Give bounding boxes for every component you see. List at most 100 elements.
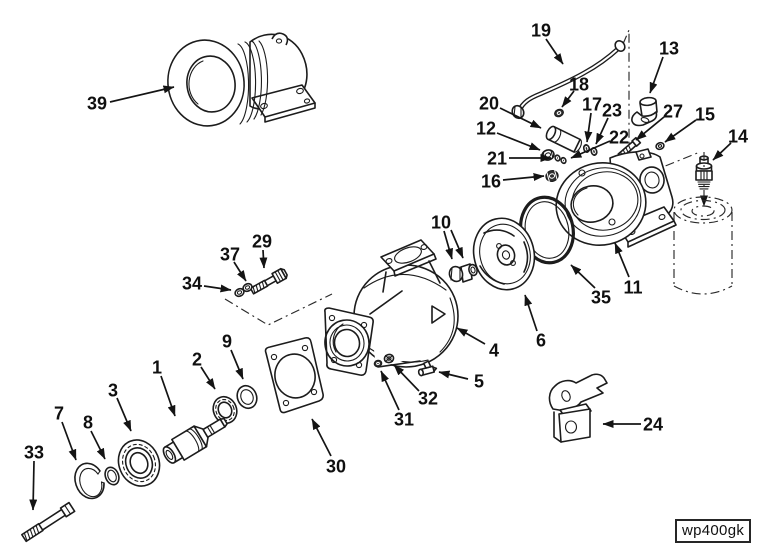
leader-arrow — [496, 132, 541, 151]
part-31-nut — [373, 359, 383, 368]
part-number-label: 23 — [602, 100, 622, 120]
part-number-label: 30 — [326, 456, 346, 476]
part-number-label: 32 — [418, 388, 438, 408]
callout-35: 35 — [570, 264, 611, 307]
callout-24: 24 — [602, 414, 663, 434]
leader-arrow — [570, 264, 596, 289]
part-5-drain-cock — [417, 360, 438, 377]
part-6-impeller — [472, 217, 536, 291]
callout-27: 27 — [635, 101, 683, 141]
callout-9: 9 — [222, 331, 244, 380]
leader-arrow — [230, 349, 244, 380]
part-15-nut — [655, 141, 665, 151]
callout-17: 17 — [582, 94, 602, 143]
leader-arrow — [450, 229, 464, 259]
callout-8: 8 — [83, 412, 106, 460]
callout-1: 1 — [152, 357, 176, 417]
part-24-bracket — [548, 373, 608, 443]
callout-23: 23 — [595, 100, 622, 145]
part-32-lock-washer — [383, 353, 395, 364]
leader-arrow — [649, 56, 664, 94]
callout-6: 6 — [524, 294, 546, 350]
leader-arrow — [502, 173, 545, 182]
leader-arrow — [233, 261, 247, 282]
callout-2: 2 — [192, 349, 216, 390]
part-11-pump-body-rear — [555, 148, 677, 248]
callout-31: 31 — [380, 370, 414, 429]
part-number-label: 18 — [569, 74, 589, 94]
leader-arrow — [160, 375, 176, 417]
part-number-label: 19 — [531, 20, 551, 40]
part-4-pump-housing — [324, 239, 459, 376]
leader-arrow — [712, 142, 732, 161]
phantom-lines — [224, 29, 701, 326]
oil-filter-phantom — [673, 152, 733, 295]
part-number-label: 14 — [728, 126, 748, 146]
callout-5: 5 — [438, 370, 484, 391]
part-1-shaft — [162, 417, 228, 464]
part-number-label: 9 — [222, 331, 232, 351]
part-number-label: 16 — [481, 171, 501, 191]
leader-arrow — [561, 90, 575, 108]
part-number-label: 21 — [487, 148, 507, 168]
part-number-label: 5 — [474, 371, 484, 391]
figure-code: wp400gk — [682, 522, 745, 539]
leader-arrow — [499, 107, 542, 129]
callout-3: 3 — [108, 380, 132, 432]
callout-10: 10 — [431, 212, 464, 260]
callout-22: 22 — [570, 127, 629, 159]
part-number-label: 39 — [87, 93, 107, 113]
callout-37: 37 — [220, 244, 247, 282]
part-number-label: 34 — [182, 273, 202, 293]
part-number-label: 27 — [663, 101, 683, 121]
leader-arrow — [29, 460, 38, 511]
part-21-washers — [554, 154, 567, 165]
leader-arrow — [614, 242, 630, 278]
callout-14: 14 — [712, 126, 748, 161]
callout-18: 18 — [561, 74, 589, 108]
part-number-label: 29 — [252, 231, 272, 251]
part-number-label: 24 — [643, 414, 663, 434]
part-number-label: 17 — [582, 94, 602, 114]
callout-13: 13 — [649, 38, 679, 94]
part-13-elbow-fitting — [631, 96, 658, 127]
leader-arrow — [109, 85, 175, 103]
part-number-label: 8 — [83, 412, 93, 432]
part-33-bolt — [21, 501, 76, 543]
callout-32: 32 — [393, 364, 438, 408]
part-number-label: 31 — [394, 409, 414, 429]
part-number-label: 11 — [623, 277, 642, 297]
figure-code-box: wp400gk — [675, 519, 752, 543]
callout-20: 20 — [479, 93, 542, 129]
callout-21: 21 — [487, 148, 552, 168]
callout-7: 7 — [54, 403, 77, 461]
part-number-label: 6 — [536, 330, 546, 350]
callout-33: 33 — [24, 442, 44, 511]
leader-arrow — [311, 418, 332, 457]
part-29-cap-screw — [249, 267, 288, 295]
part-number-label: 37 — [220, 244, 240, 264]
part-number-label: 4 — [489, 340, 499, 360]
part-12-hex-fitting — [541, 149, 555, 161]
part-number-label: 2 — [192, 349, 202, 369]
leader-arrow — [61, 421, 77, 461]
part-number-label: 35 — [591, 287, 611, 307]
leader-arrow — [570, 140, 611, 159]
leader-arrow — [200, 366, 216, 390]
part-number-label: 20 — [479, 93, 499, 113]
callout-16: 16 — [481, 171, 545, 191]
part-number-label: 13 — [659, 38, 679, 58]
part-30-gasket — [264, 337, 324, 414]
part-number-label: 7 — [54, 403, 64, 423]
part-number-label: 3 — [108, 380, 118, 400]
leader-arrow — [259, 249, 268, 269]
leader-arrow — [203, 284, 232, 293]
callout-34: 34 — [182, 273, 232, 293]
part-3-bearing — [117, 439, 161, 487]
leader-arrow — [664, 119, 697, 143]
callout-12: 12 — [476, 118, 541, 151]
leader-arrow — [545, 38, 564, 65]
part-39-inlet-cover — [167, 32, 316, 127]
leader-arrow — [443, 230, 453, 260]
